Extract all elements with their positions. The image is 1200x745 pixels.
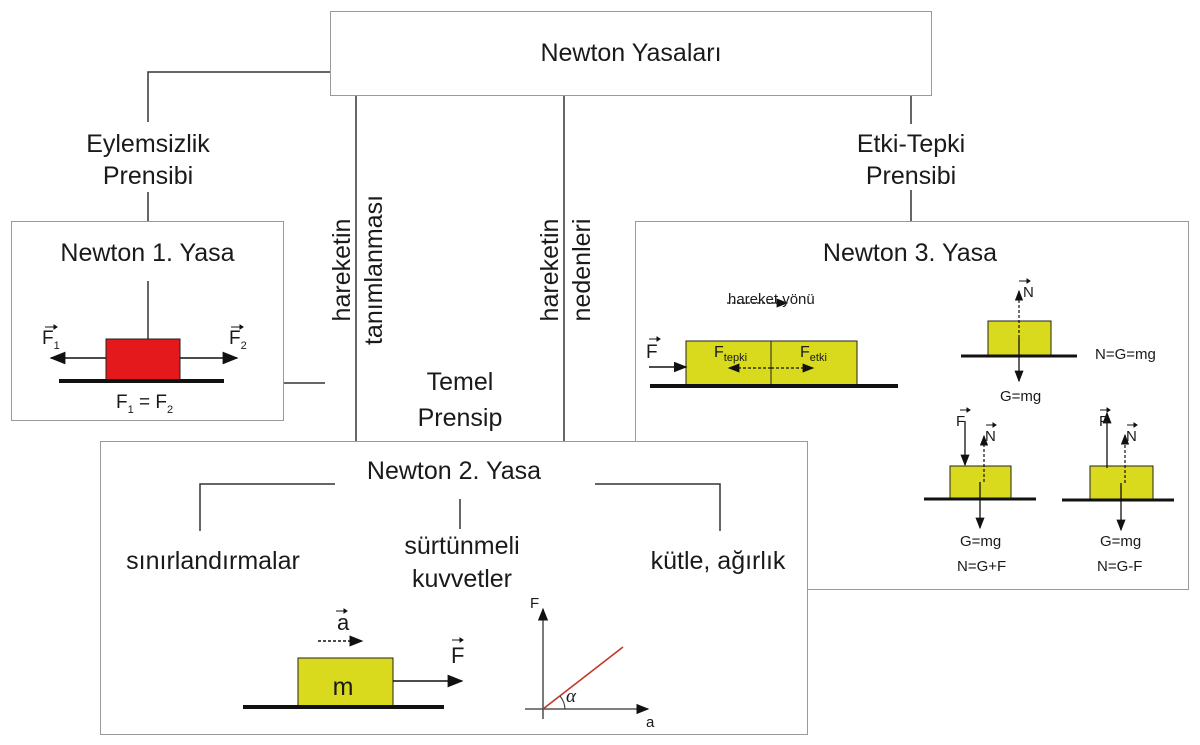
law3-title: Newton 3. Yasa — [822, 239, 998, 267]
law2-block — [297, 657, 394, 707]
law2-graph-x-label: a — [646, 714, 655, 731]
law3-eq-rest: N=G=mg — [1095, 346, 1156, 363]
branch-third-line1: Etki-Tepki — [856, 130, 966, 158]
branch-middle-right-line2: nedenleri — [568, 218, 596, 322]
law1-f2-label: F2 — [229, 328, 247, 352]
center-line1: Temel — [426, 368, 494, 396]
law3-tepki-label: Ftepki — [714, 344, 748, 364]
law1-diagram — [45, 281, 244, 383]
root-title: Newton Yasaları — [540, 39, 722, 67]
law2-diagram — [199, 483, 721, 719]
law1-title: Newton 1. Yasa — [60, 239, 235, 267]
law2-right-label: kütle, ağırlık — [650, 547, 786, 575]
root-box — [330, 11, 932, 96]
law2-mass-label: m — [332, 673, 354, 701]
branch-first-line1: Eylemsizlik — [86, 130, 210, 158]
branch-middle-right-line1: hareketin — [536, 218, 564, 322]
law2-middle-line1: sürtünmeli — [404, 532, 520, 560]
law3-normal-rest: N — [1023, 284, 1034, 301]
law3-n-pull: N — [1126, 428, 1137, 445]
law3-f-push: F — [956, 413, 966, 430]
law2-middle-line2: kuvvetler — [411, 565, 513, 593]
law3-weight-rest: G=mg — [1000, 388, 1042, 405]
law3-weight-push: G=mg — [960, 533, 1002, 550]
law3-eq-pull: N=G-F — [1097, 558, 1143, 575]
law1-f1-label: F1 — [42, 328, 60, 352]
law3-eq-push: N=G+F — [957, 558, 1007, 575]
law1-equation: F1 = F2 — [116, 392, 174, 416]
law3-n-push: N — [985, 428, 996, 445]
law2-graph-y-label: F — [530, 595, 540, 612]
law3-force-label: F — [646, 342, 658, 363]
law3-direction-label: hareket yönü — [728, 291, 815, 308]
law3-weight-pull: G=mg — [1100, 533, 1142, 550]
law3-block-right — [770, 340, 858, 386]
branch-first-line2: Prensibi — [102, 162, 194, 190]
law2-title: Newton 2. Yasa — [366, 457, 542, 485]
law2-left-label: sınırlandırmalar — [126, 547, 300, 575]
law1-block — [105, 338, 181, 381]
law3-diagram — [649, 278, 1174, 532]
branch-middle-left-line2: tanımlanması — [360, 194, 388, 346]
law2-graph-angle: α — [566, 686, 576, 707]
center-line2: Prensip — [417, 404, 503, 432]
branch-middle-left-line1: hareketin — [328, 218, 356, 322]
law3-etki-label: Fetki — [800, 344, 827, 364]
law2-accel-label: a — [337, 610, 350, 635]
law3-f-pull: F — [1099, 413, 1109, 430]
branch-third-line2: Prensibi — [865, 162, 957, 190]
law2-force-label: F — [451, 643, 465, 668]
